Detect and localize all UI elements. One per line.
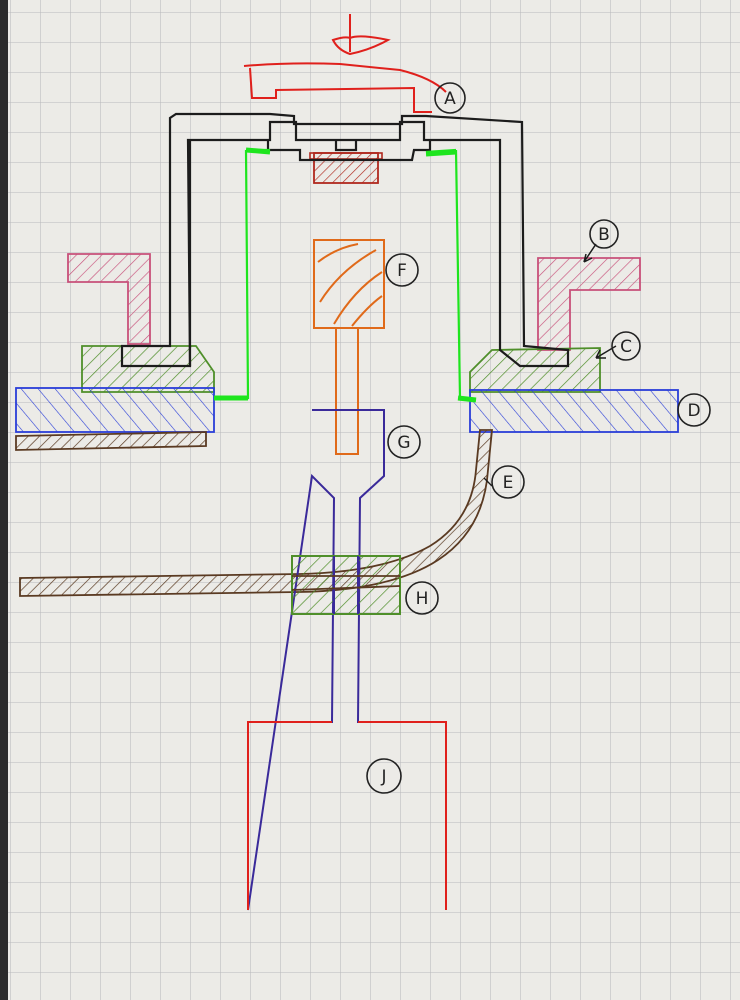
part-a-handle: [243, 14, 447, 113]
green-liner-thick-right: [457, 395, 477, 403]
part-h-clamp: [291, 555, 401, 615]
part-c-left: [81, 345, 215, 393]
label-b-text: B: [598, 225, 610, 245]
label-d: D: [677, 393, 711, 427]
label-h: H: [405, 581, 439, 615]
label-g: G: [387, 425, 421, 459]
part-j-container: [247, 721, 447, 910]
label-c: C: [611, 331, 641, 361]
label-d-text: D: [687, 401, 700, 421]
label-b-pointer: [583, 243, 597, 263]
green-liner-thick-top-right: [425, 149, 457, 157]
label-b: B: [589, 219, 619, 249]
part-h-shaft-through: [333, 556, 359, 614]
brown-strip-left: [15, 431, 207, 451]
part-d-left: [15, 387, 215, 433]
top-center-hatched-block: [313, 152, 379, 184]
label-a-text: A: [444, 89, 456, 109]
label-h-text: H: [416, 589, 429, 609]
label-f: F: [385, 253, 419, 287]
label-e-text: E: [503, 473, 514, 493]
part-e-band-through-h: [291, 575, 401, 591]
green-liner-thick-top-left: [245, 147, 271, 155]
part-f-block: [313, 239, 385, 329]
part-c-right: [469, 347, 601, 393]
label-g-text: G: [397, 433, 410, 453]
label-a: A: [434, 82, 466, 114]
part-f-stem: [335, 327, 359, 455]
label-e: E: [491, 465, 525, 499]
part-d-right: [469, 389, 679, 433]
label-e-pointer: [483, 477, 493, 487]
black-housing: [120, 112, 570, 368]
label-f-text: F: [397, 261, 407, 281]
left-dark-edge: [0, 0, 8, 1000]
label-c-text: C: [620, 337, 632, 357]
label-j-text: J: [380, 767, 386, 787]
label-j: J: [366, 758, 402, 794]
part-b-left: [67, 253, 151, 345]
